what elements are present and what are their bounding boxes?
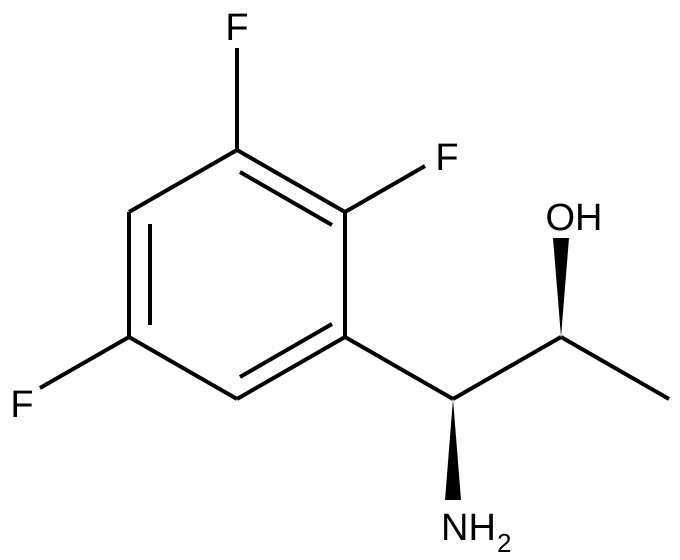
- atom-label-f-top: F: [225, 7, 248, 49]
- ring-bond-lower-right-bottom-inner: [239, 322, 333, 379]
- wedge-bond-to-hydroxyl: [553, 238, 569, 337]
- ring-bond-lower-right-bottom: [236, 335, 346, 401]
- bond-c2-to-methyl: [560, 335, 670, 401]
- atom-label-hydroxyl: OH: [546, 197, 603, 239]
- ring-bond-upper-left-top: [128, 148, 238, 214]
- benzene-ring: [127, 148, 347, 401]
- ring-bond-top-upper-right-inner: [239, 170, 333, 227]
- ring-bond-bottom-lower-left: [128, 335, 238, 401]
- bond-c-f-ortho: [344, 164, 426, 214]
- substituent-bonds: [39, 48, 670, 401]
- atom-label-amine: NH: [441, 507, 496, 549]
- ring-bond-top-upper-right: [236, 148, 346, 214]
- atom-label-amine-subscript: 2: [497, 528, 511, 558]
- bond-ring-to-chiral-c1: [344, 335, 454, 401]
- atom-label-f-left: F: [10, 384, 33, 426]
- atom-label-f-ortho: F: [435, 137, 458, 179]
- wedge-bond-to-amine: [445, 399, 461, 500]
- bond-c1-to-c2: [452, 335, 562, 401]
- bond-c-f-left: [39, 335, 130, 390]
